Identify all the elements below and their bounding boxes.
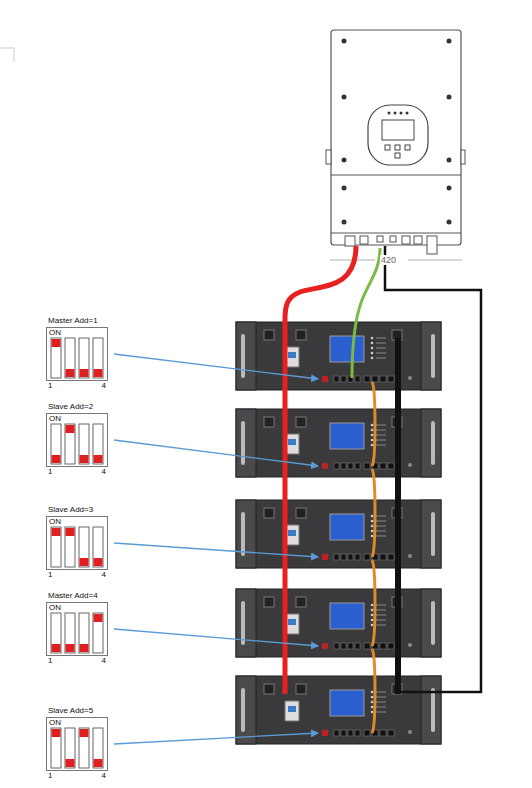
battery-module <box>236 322 441 390</box>
switch-body: ON <box>46 327 108 381</box>
battery-module <box>236 589 441 657</box>
on-label: ON <box>49 718 61 727</box>
on-label: ON <box>49 603 61 612</box>
dip-switch: Slave Add=2ON 1 4 <box>46 402 116 477</box>
inverter <box>326 30 465 260</box>
dip-switch: Slave Add=3ON 1 4 <box>46 505 116 580</box>
dip-switch: Master Add=4ON 1 4 <box>46 591 116 666</box>
battery-module <box>236 500 441 568</box>
switch-number: 1 <box>48 467 52 477</box>
battery-module <box>236 676 441 744</box>
dimension-label: 420 <box>380 255 397 265</box>
switch-body: ON <box>46 516 108 570</box>
switch-number: 4 <box>102 771 106 781</box>
dip-switch: Master Add=1ON 1 4 <box>46 316 116 391</box>
address-label: Slave Add=5 <box>48 706 116 716</box>
address-label: Master Add=4 <box>48 591 116 601</box>
switch-number: 1 <box>48 656 52 666</box>
switch-number: 4 <box>102 381 106 391</box>
switch-number: 1 <box>48 771 52 781</box>
leader-arrows <box>114 354 318 744</box>
crop-mark <box>0 48 14 62</box>
battery-module <box>236 409 441 477</box>
address-label: Slave Add=2 <box>48 402 116 412</box>
switch-body: ON <box>46 717 108 771</box>
switch-number: 1 <box>48 570 52 580</box>
on-label: ON <box>49 328 61 337</box>
switch-number: 4 <box>102 570 106 580</box>
switch-body: ON <box>46 413 108 467</box>
dip-switch: Slave Add=5ON 1 4 <box>46 706 116 781</box>
negative-busbar <box>395 338 401 694</box>
positive-cable <box>285 246 356 694</box>
switch-number: 4 <box>102 656 106 666</box>
address-label: Master Add=1 <box>48 316 116 326</box>
switch-body: ON <box>46 602 108 656</box>
on-label: ON <box>49 517 61 526</box>
address-label: Slave Add=3 <box>48 505 116 515</box>
on-label: ON <box>49 414 61 423</box>
switch-number: 4 <box>102 467 106 477</box>
comm-cable <box>352 248 380 378</box>
switch-number: 1 <box>48 381 52 391</box>
link-cables <box>372 382 375 733</box>
